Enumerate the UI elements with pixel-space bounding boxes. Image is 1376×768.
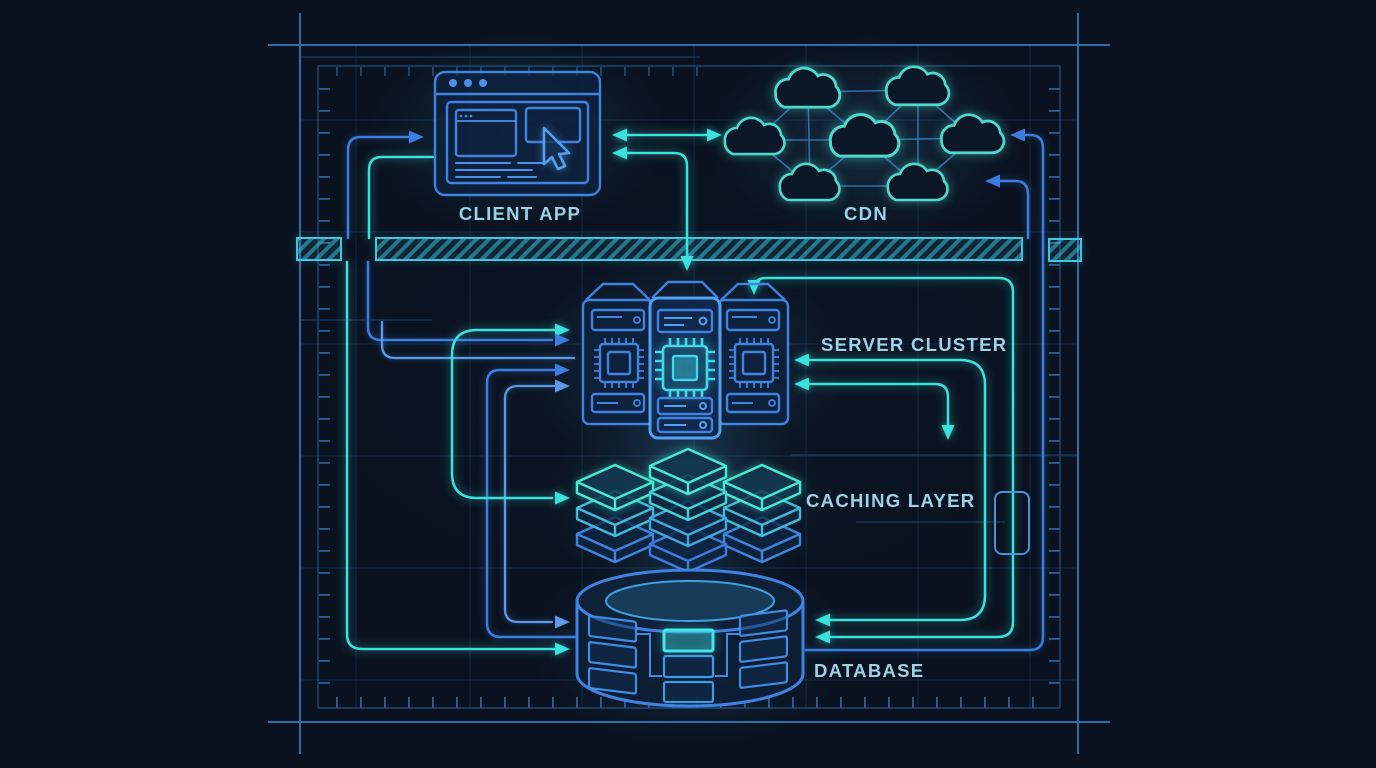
caching-layer-label: CACHING LAYER — [806, 490, 975, 511]
database-label: DATABASE — [814, 660, 924, 681]
right-ruler-ticks — [1049, 76, 1060, 696]
cache-stack-icon — [722, 463, 802, 564]
db-cell-links — [636, 633, 741, 677]
connector-box — [994, 491, 1030, 555]
db-cell-column — [587, 615, 638, 695]
cdn-label: CDN — [844, 203, 888, 224]
db-cell-column — [738, 609, 789, 689]
db-highlight-cell — [662, 628, 715, 653]
cache-stack-icon — [575, 463, 655, 564]
connector-left-to-server-2 — [380, 320, 576, 360]
connector-server-db-left-2 — [503, 384, 556, 624]
cpu-chip-icon — [655, 338, 715, 398]
cdn-node — [723, 65, 1006, 202]
client-app-label: CLIENT APP — [459, 203, 581, 224]
server-tower-icon — [716, 282, 790, 426]
server-tower-icon — [581, 282, 655, 426]
database-cylinder-icon — [575, 568, 805, 708]
connector-right-to-cdn-1 — [804, 133, 1045, 652]
cursor-icon — [542, 126, 571, 171]
db-cell-column — [662, 628, 715, 704]
connector-server-db-right — [804, 358, 987, 622]
server-cluster-label: SERVER CLUSTER — [821, 334, 1007, 355]
server-tower-icon — [648, 280, 722, 440]
client-app-node — [433, 70, 602, 197]
cdn-links — [754, 89, 974, 187]
connector-left-long-to-db — [345, 260, 556, 651]
connector-client-down — [367, 155, 435, 240]
server-cluster-node — [581, 280, 790, 440]
connector-cdn-client-server — [618, 151, 689, 260]
left-ruler-ticks — [319, 76, 330, 696]
connector-right-to-cdn-2 — [996, 179, 1030, 240]
connector-server-db-left-1 — [485, 368, 577, 639]
cpu-chip-icon — [594, 338, 644, 388]
connector-left-to-client — [346, 135, 414, 240]
caching-layer-node — [575, 447, 802, 574]
database-node — [575, 568, 805, 708]
connector-server-caching-c — [450, 328, 556, 500]
connector-server-down-right — [804, 382, 950, 430]
labels: CLIENT APP CDN SERVER CLUSTER CACHING LA… — [459, 203, 1007, 681]
browser-window-icon — [433, 70, 602, 197]
cache-stack-icon — [648, 447, 728, 574]
connectors — [345, 128, 1045, 656]
cpu-chip-icon — [729, 338, 779, 388]
